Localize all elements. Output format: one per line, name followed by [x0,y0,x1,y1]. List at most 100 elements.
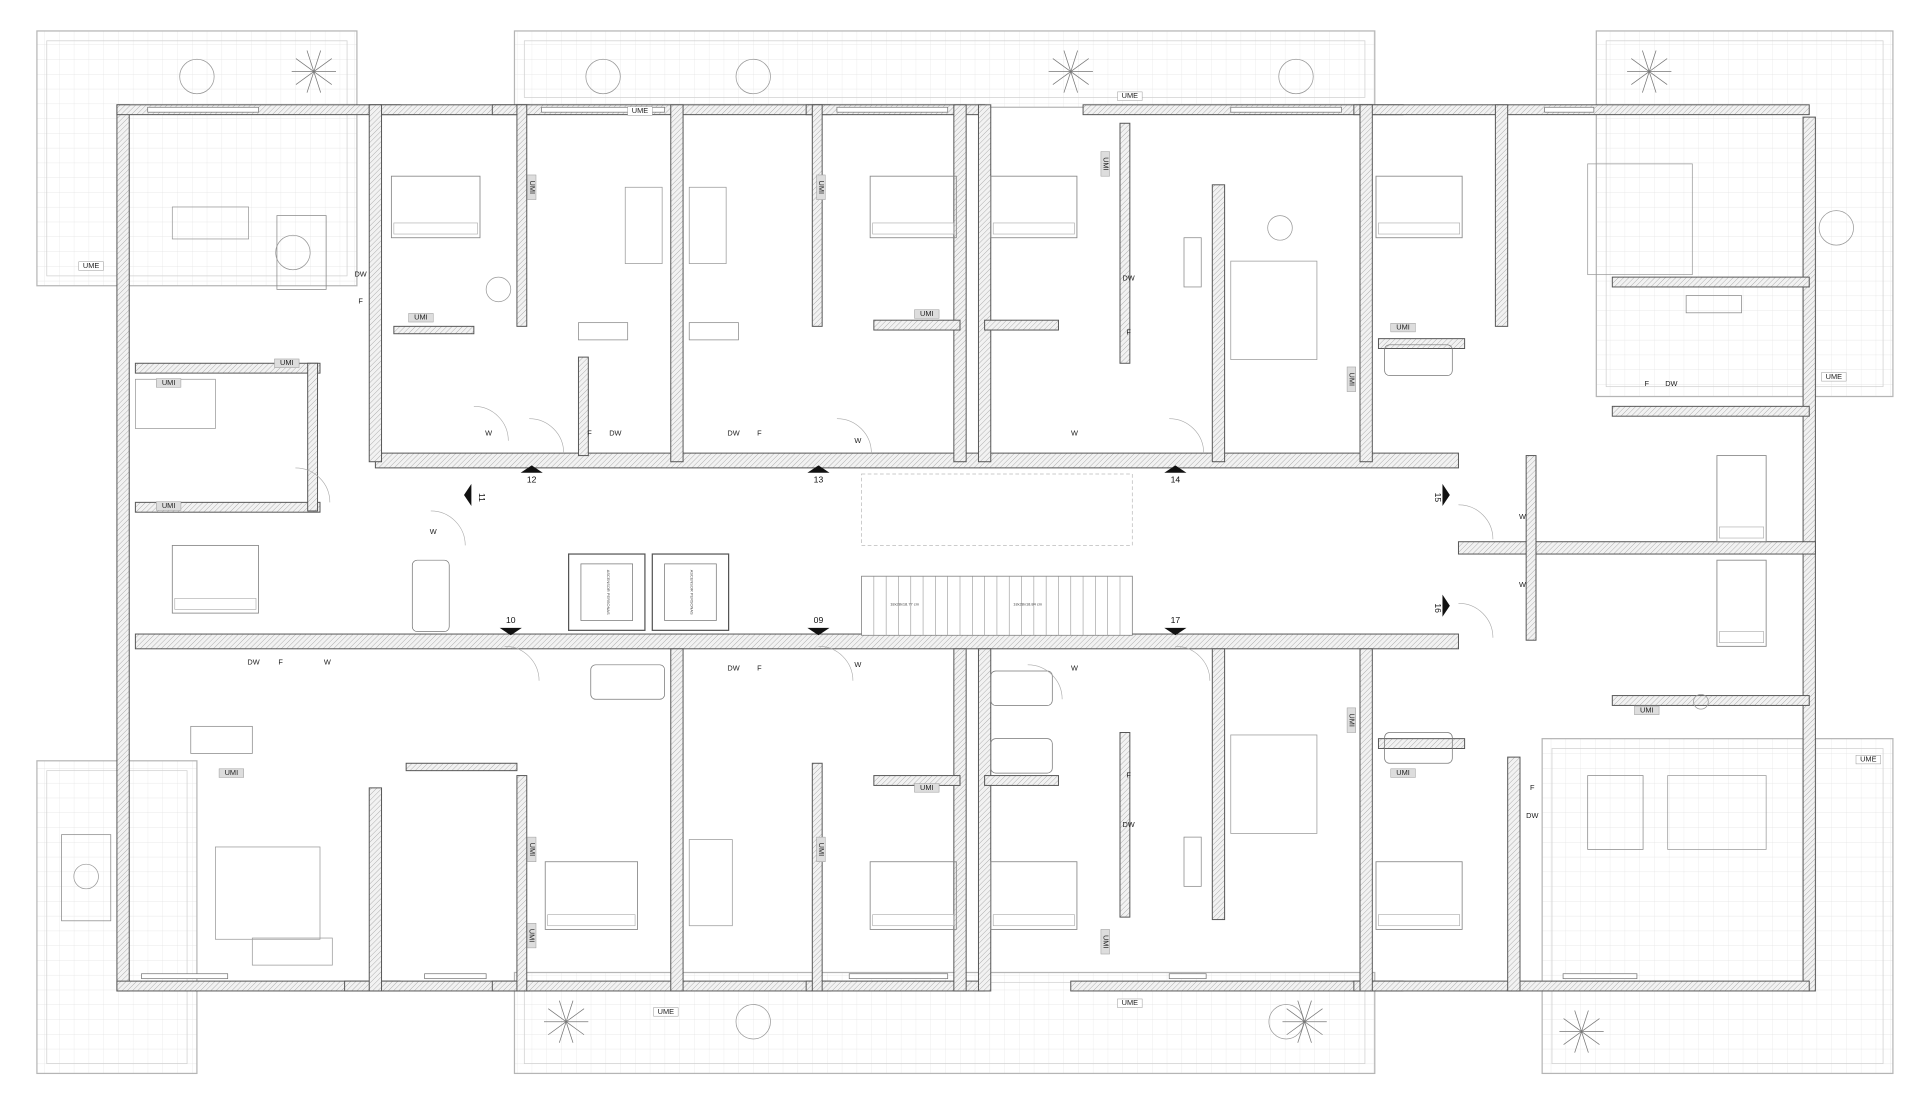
door-swing [1169,418,1204,454]
tree-branch [1297,1000,1305,1022]
tree-branch [1052,58,1071,72]
dishwasher-label: DW [354,270,366,279]
wall [516,775,528,992]
interior_unit-label: UMI [162,501,176,510]
wall [1457,541,1816,555]
pillow [1719,631,1765,643]
wall [977,648,992,992]
unit-number: 11 [477,493,487,502]
round-table [735,58,771,95]
interior_unit-box [1100,151,1110,177]
window [147,106,259,113]
tree-branch [565,1000,574,1022]
washer-label: W [485,428,492,437]
wall [953,648,967,992]
pillow [872,222,955,235]
dishwasher-label: DW [609,428,621,437]
tree-branch [1297,1021,1305,1043]
interior_unit-label: UMI [162,378,176,387]
interior_unit-box [816,836,826,862]
interior_unit-box [1634,705,1660,715]
wall [811,104,823,327]
tree-branch [1581,1031,1589,1053]
dishwasher-label: DW [1665,379,1677,388]
wall [1211,648,1226,921]
interior_unit-box [527,836,537,862]
round-table [275,234,311,271]
terrace-edge [523,40,1366,98]
pillow [992,914,1075,927]
wall [1507,756,1521,992]
interior_unit-label: UMI [528,181,537,195]
round-table [179,58,215,95]
wall [984,319,1059,331]
wall [873,319,961,331]
window [141,973,229,980]
window [848,973,949,980]
interior_unit-label: UMI [1101,935,1110,949]
interior_unit-box [156,501,182,511]
wall [977,104,992,463]
unit-number: 15 [1433,493,1443,503]
dining-table [1587,775,1644,850]
dining-table [688,322,739,341]
dining-table [190,725,253,754]
interior_unit-label: UMI [1396,768,1410,777]
window [424,973,487,980]
bed [171,544,259,614]
exterior_unit-box [1117,998,1143,1008]
wall [1611,276,1810,288]
exterior_unit-label: UME [632,106,648,115]
round-table [735,1004,771,1040]
fridge-label: F [1126,771,1131,780]
bathtub [1384,732,1453,764]
bed [390,175,481,239]
tree-branch [1631,58,1650,72]
tree-branch [1070,50,1078,72]
tree-branch [565,1021,585,1036]
entrance-arrow-icon [464,483,472,507]
interior_unit-label: UMI [414,313,428,322]
interior_unit-label: UMI [817,181,826,195]
wall [491,980,832,992]
interior_unit-box [408,313,434,323]
sofa [1230,260,1318,360]
tree-branch [1648,71,1657,93]
window [1168,973,1207,980]
entrance-arrow-icon [1442,594,1450,617]
sofa [251,937,333,966]
wall [368,787,383,992]
entrance-arrow-icon [499,627,522,636]
tree-branch [313,71,332,85]
fridge-label: F [1530,783,1535,792]
fridge-label: F [358,297,363,306]
interior_unit-label: UMI [1347,713,1356,727]
interior_unit-label: UMI [528,929,537,943]
entrance-arrow-icon [520,465,543,473]
wall [116,104,130,992]
tree-branch [548,1008,567,1023]
bathtub [990,670,1053,706]
elevator-label: ASCENSOR PERSONAS [689,570,694,615]
pillow [1378,914,1460,927]
fridge-label: F [1645,379,1650,388]
tree-branch [1581,1010,1589,1032]
terrace [1541,738,1894,1075]
round-table [485,276,512,303]
interior_unit-box [527,174,537,200]
interior_unit-box [816,174,826,200]
bed [869,861,957,930]
tree-branch [313,71,322,93]
wall [953,104,967,463]
interior_unit-label: UMI [920,309,934,318]
fridge-label: F [757,428,762,437]
dishwasher-label: DW [1122,273,1134,282]
tree-branch [1581,1031,1600,1045]
wall [811,762,823,992]
pillow [992,222,1075,235]
wall [134,362,321,374]
tree-branch [1563,1018,1582,1032]
